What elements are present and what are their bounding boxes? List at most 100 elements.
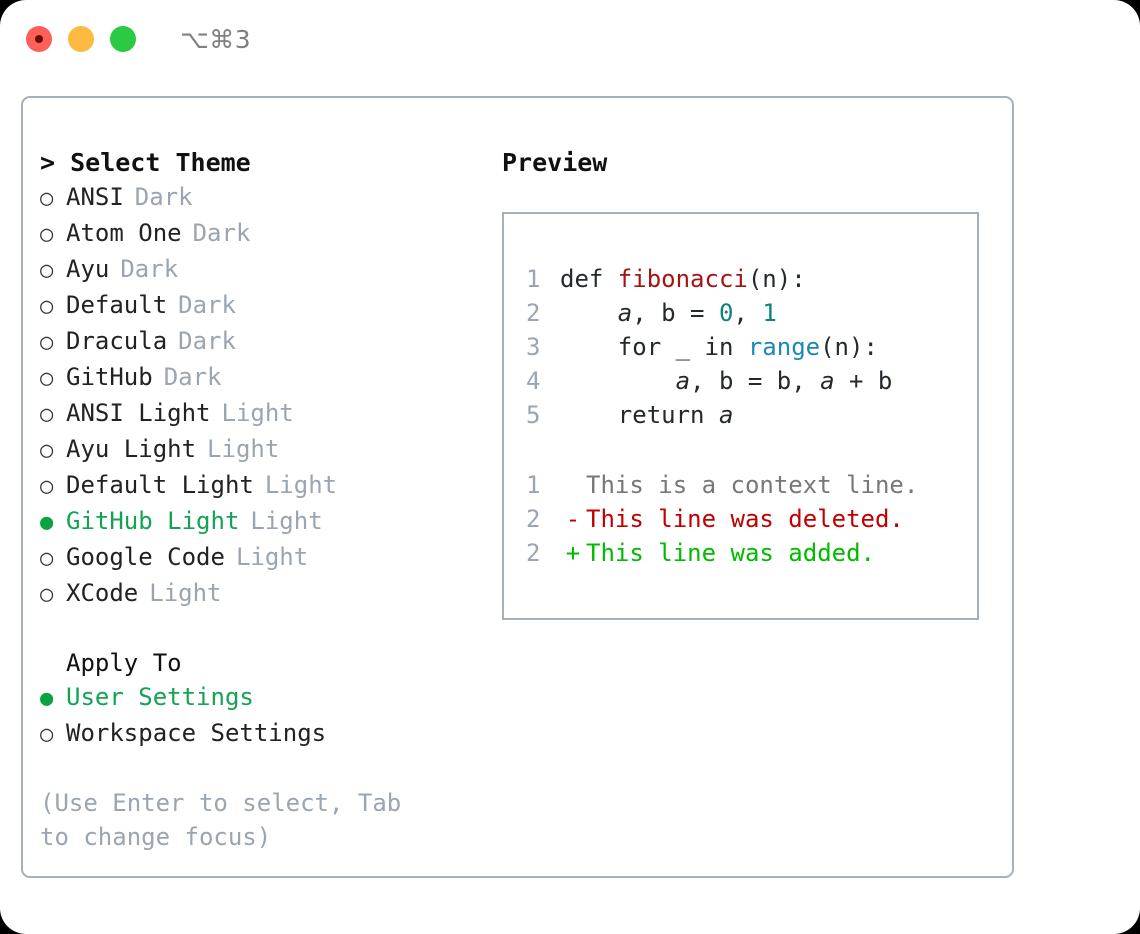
code-line: 1 def fibonacci(n): (526, 262, 977, 296)
radio-unselected-icon: ○ (40, 366, 54, 391)
line-number: 1 (526, 265, 541, 293)
radio-unselected-icon: ○ (40, 582, 54, 607)
theme-variant-tag: Dark (120, 255, 179, 283)
theme-variant-tag: Light (250, 507, 323, 535)
title-bar: ⌥⌘3 (0, 0, 1140, 78)
apply-to-option-label: Workspace Settings (66, 719, 327, 747)
theme-variant-tag: Light (207, 435, 280, 463)
code-token-plain: + b (834, 367, 893, 395)
maximize-button-icon[interactable] (110, 26, 136, 52)
code-token-var: a (675, 367, 691, 395)
theme-option-label: XCode (66, 579, 139, 607)
code-line-text: return a (560, 398, 734, 432)
code-token-plain (560, 299, 618, 327)
theme-variant-tag: Dark (134, 183, 193, 211)
code-token-plain: (n): (820, 333, 878, 361)
spacer (526, 432, 977, 468)
theme-option-ayu-light[interactable]: ○ Ayu Light Light (40, 432, 490, 468)
apply-to-option-list: ● User Settings ○Workspace Settings (40, 680, 490, 752)
code-token-builtin: range (747, 333, 821, 361)
diff-line-del: 2-This line was deleted. (526, 502, 977, 536)
keyboard-hint-text: (Use Enter to select, Tab to change focu… (40, 789, 402, 851)
code-token-num: 1 (762, 299, 777, 327)
line-number: 2 (526, 299, 541, 327)
theme-variant-tag: Dark (178, 291, 236, 319)
code-token-plain: def (560, 265, 618, 293)
line-number: 4 (526, 367, 541, 395)
theme-option-github[interactable]: ○ GitHub Dark (40, 360, 490, 396)
line-number: 2 (526, 505, 541, 533)
radio-unselected-icon: ○ (40, 438, 54, 463)
theme-variant-tag: Dark (178, 327, 236, 355)
diff-marker: - (565, 505, 581, 533)
code-token-plain: , (733, 299, 763, 327)
theme-option-label: Atom One (66, 219, 182, 247)
code-token-fn: fibonacci (617, 265, 748, 293)
radio-unselected-icon: ○ (40, 294, 54, 319)
apply-to-heading: Apply To (66, 649, 182, 677)
code-line-text: a, b = 0, 1 (560, 296, 777, 330)
apply-to-option-workspace-settings[interactable]: ○Workspace Settings (40, 716, 490, 752)
line-number: 5 (526, 401, 541, 429)
radio-unselected-icon: ○ (40, 474, 54, 499)
theme-variant-tag: Light (235, 543, 309, 571)
diff-line-text: This line was deleted. (586, 505, 904, 533)
theme-option-label: Ayu (66, 255, 110, 283)
line-number: 3 (526, 333, 541, 361)
theme-option-label: ANSI (66, 183, 124, 211)
theme-option-label: Default Light (66, 471, 254, 499)
code-token-plain (560, 367, 676, 395)
theme-option-label: Dracula (66, 327, 168, 355)
theme-option-atom-one[interactable]: ○ Atom One Dark (40, 216, 490, 252)
code-line: 3 for _ in range(n): (526, 330, 977, 364)
code-token-plain: (n): (747, 265, 806, 293)
theme-variant-tag: Dark (163, 363, 222, 391)
radio-unselected-icon: ○ (40, 330, 54, 355)
code-token-var: a (617, 299, 633, 327)
code-line: 5 return a (526, 398, 977, 432)
code-line-text: def fibonacci(n): (560, 262, 806, 296)
apply-to-option-user-settings[interactable]: ● User Settings (40, 680, 490, 716)
code-token-plain: return (560, 401, 719, 429)
apply-to-option-label: User Settings (66, 683, 254, 711)
theme-option-label: GitHub (66, 363, 153, 391)
close-button-icon[interactable] (26, 26, 52, 52)
code-line: 2 a, b = 0, 1 (526, 296, 977, 330)
diff-marker (560, 468, 586, 502)
code-token-plain: , b = (632, 299, 719, 327)
diff-line-text: This is a context line. (586, 471, 919, 499)
radio-selected-icon: ● (40, 686, 54, 711)
preview-title: Preview (502, 148, 608, 177)
radio-unselected-icon: ○ (40, 222, 54, 247)
window-controls (26, 26, 136, 52)
theme-option-label: Ayu Light (66, 435, 197, 463)
diff-marker: + (565, 539, 581, 567)
minimize-button-icon[interactable] (68, 26, 94, 52)
theme-variant-tag: Dark (192, 219, 251, 247)
spacer (40, 612, 490, 646)
code-token-plain: , b = b, (690, 367, 821, 395)
diff-line-add: 2+This line was added. (526, 536, 977, 570)
radio-unselected-icon: ○ (40, 402, 54, 427)
theme-option-dracula[interactable]: ○ Dracula Dark (40, 324, 490, 360)
keyboard-shortcut-label: ⌥⌘3 (180, 24, 252, 54)
code-token-plain: for _ in (560, 333, 748, 361)
theme-variant-tag: Light (221, 399, 294, 427)
radio-unselected-icon: ○ (40, 546, 54, 571)
theme-option-label: GitHub Light (66, 507, 240, 535)
code-token-var: a (718, 401, 734, 429)
